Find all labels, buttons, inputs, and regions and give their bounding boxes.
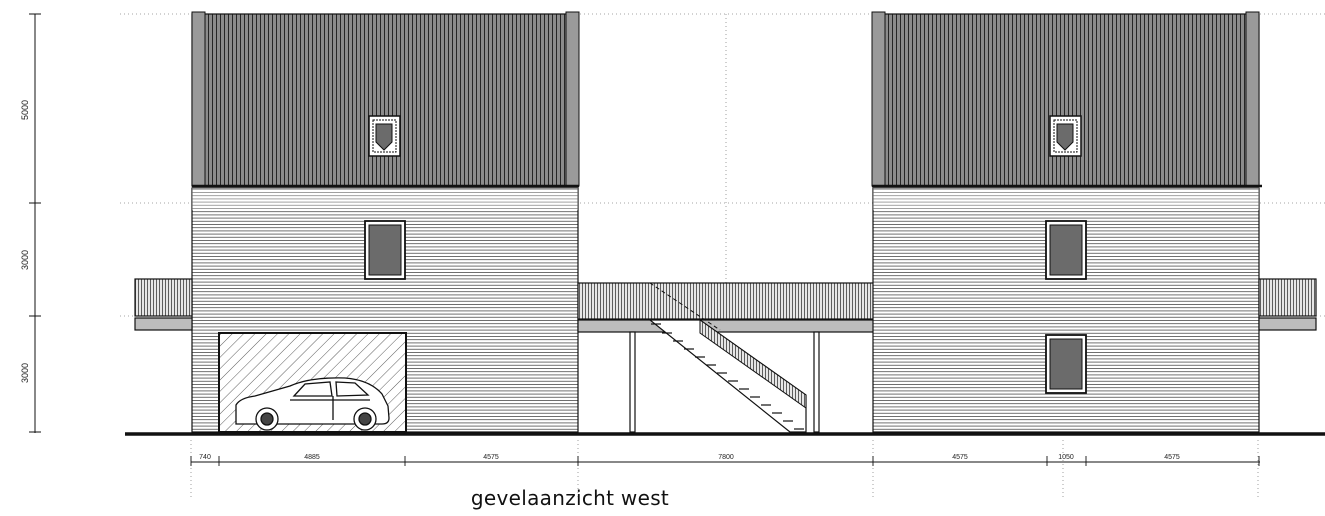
left-balcony-deck bbox=[134, 317, 193, 331]
connecting-deck bbox=[577, 282, 875, 433]
horizontal-dimension-label: 4575 bbox=[1164, 454, 1180, 461]
horizontal-dimension-label: 7800 bbox=[718, 454, 734, 461]
horizontal-dimension-label: 4575 bbox=[483, 454, 499, 461]
vertical-dimension-chain bbox=[29, 13, 41, 433]
exterior-staircase bbox=[648, 319, 807, 433]
vertical-dimension-label: 3000 bbox=[20, 250, 30, 270]
right-balcony-railing bbox=[1258, 278, 1317, 317]
car-illustration bbox=[235, 377, 390, 431]
horizontal-dimension-chain bbox=[190, 456, 1260, 466]
right-house bbox=[871, 11, 1317, 433]
deck-post bbox=[629, 331, 636, 433]
left-roof bbox=[191, 13, 579, 187]
left-house bbox=[134, 11, 580, 433]
right-balcony-deck bbox=[1258, 317, 1317, 331]
left-roof-edge-right bbox=[565, 11, 580, 187]
horizontal-dimension-label: 4575 bbox=[952, 454, 968, 461]
drawing-caption: gevelaanzicht west bbox=[470, 486, 670, 510]
left-balcony-railing bbox=[134, 278, 193, 317]
horizontal-dimension-label: 740 bbox=[199, 454, 211, 461]
left-roof-edge-left bbox=[191, 11, 206, 187]
deck-railing bbox=[577, 282, 875, 320]
deck-post bbox=[813, 331, 820, 433]
horizontal-dimension-label: 4885 bbox=[304, 454, 320, 461]
vertical-dimension-label: 3000 bbox=[20, 363, 30, 383]
deck-floor bbox=[577, 319, 875, 333]
horizontal-dimension-label: 1050 bbox=[1058, 454, 1074, 461]
right-roof bbox=[872, 13, 1260, 187]
right-roof-edge-left bbox=[871, 11, 886, 187]
right-roof-edge-right bbox=[1245, 11, 1260, 187]
vertical-dimension-label: 5000 bbox=[20, 100, 30, 120]
